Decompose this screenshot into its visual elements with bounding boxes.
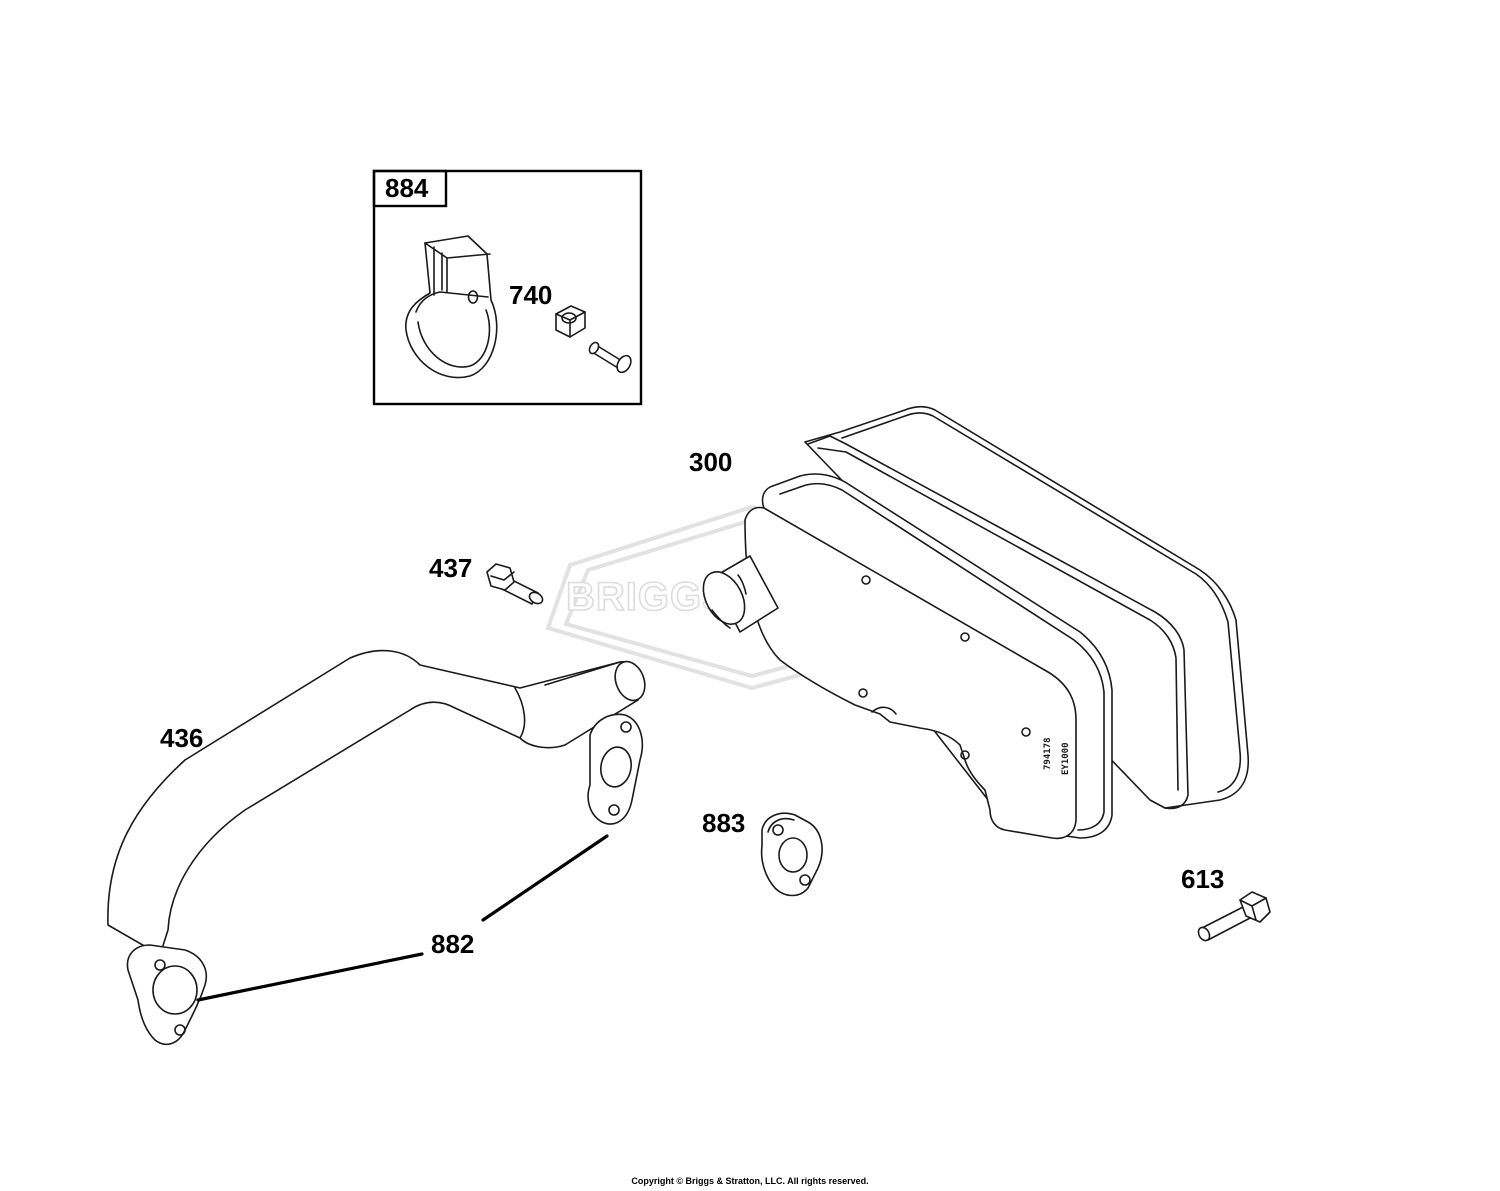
label-882: 882	[431, 929, 475, 959]
exhaust-pipe-icon	[107, 649, 646, 1046]
bolt-613-icon	[1197, 891, 1271, 942]
screw-437-icon	[486, 563, 544, 605]
label-437: 437	[429, 553, 473, 583]
muffler-icon: 794178 EY1000	[702, 405, 1249, 840]
label-613: 613	[1181, 864, 1225, 894]
exhaust-clamp-icon	[405, 235, 498, 379]
kit-box-884	[372, 169, 643, 406]
gasket-883-icon	[760, 812, 823, 897]
copyright-footer: Copyright © Briggs & Stratton, LLC. All …	[631, 1176, 869, 1186]
leader-882-upper	[481, 834, 609, 922]
nut-icon	[555, 305, 586, 338]
label-883: 883	[702, 808, 746, 838]
label-740: 740	[509, 280, 553, 310]
label-436: 436	[160, 723, 204, 753]
rivet-icon	[588, 341, 632, 374]
label-884: 884	[385, 173, 429, 203]
leader-882-lower	[196, 952, 424, 1002]
label-300: 300	[689, 447, 733, 477]
muffler-stamp-line1: 794178	[1043, 737, 1053, 770]
muffler-stamp-line2: EY1000	[1061, 742, 1071, 775]
